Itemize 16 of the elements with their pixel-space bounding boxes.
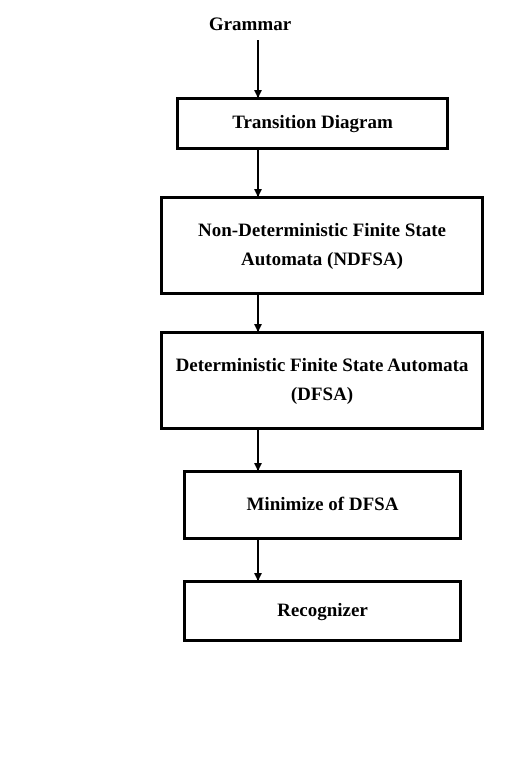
arrow [254, 150, 262, 197]
process-box [160, 196, 484, 295]
box-text: Grammar [208, 12, 292, 37]
process-box [183, 470, 462, 540]
process-box [160, 331, 484, 430]
box-text: Non-Deterministic Finite State Automata (NDFSA) [197, 219, 447, 272]
box-text: Transition Diagram [231, 111, 394, 136]
arrow [254, 40, 262, 98]
arrow [254, 295, 262, 332]
process-box [183, 580, 462, 642]
box-text: Recognizer [276, 598, 369, 623]
box-text: Minimize of DFSA [246, 492, 400, 517]
arrow [254, 540, 262, 581]
box-text: Deterministic Finite State Automata (DFSA) [174, 354, 470, 406]
process-box [176, 97, 449, 150]
arrow [254, 430, 262, 471]
